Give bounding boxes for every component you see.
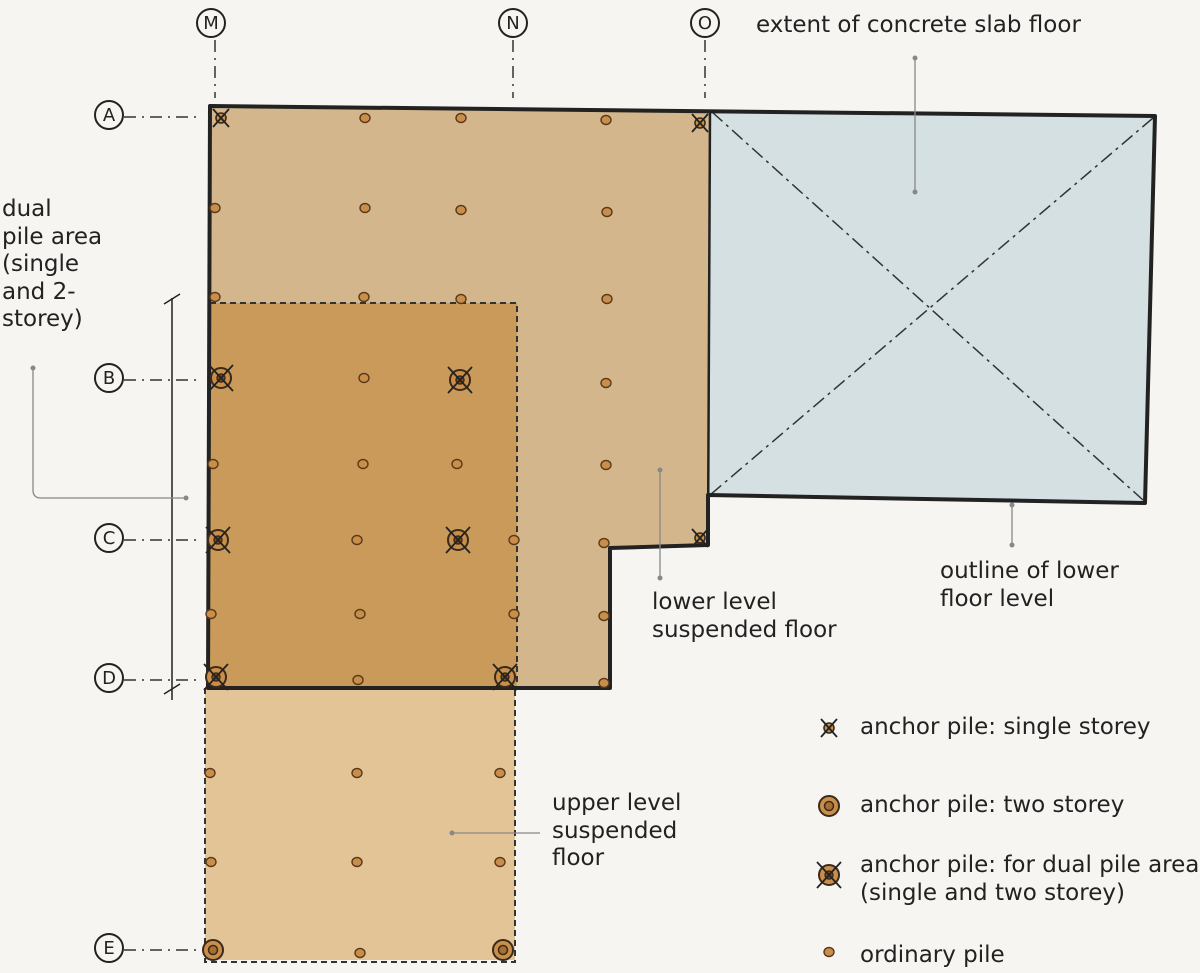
ordinary-pile <box>600 114 612 126</box>
ordinary-pile <box>352 674 364 686</box>
ordinary-pile <box>455 293 467 305</box>
legend-ordinary-label: ordinary pile <box>860 942 1005 968</box>
ordinary-pile <box>351 856 363 868</box>
ordinary-pile <box>358 372 370 384</box>
dual-pile-area <box>210 303 517 688</box>
dual-pile-area-outline <box>210 302 518 688</box>
ordinary-pile <box>358 291 370 303</box>
anchor-pile-two-storey <box>818 795 840 817</box>
ordinary-pile <box>455 112 467 124</box>
ordinary-pile <box>494 856 506 868</box>
anchor-pile-dual <box>492 663 518 691</box>
anchor-pile-two-storey <box>202 939 224 961</box>
grid-label-m: M <box>196 8 226 38</box>
ordinary-pile <box>508 608 520 620</box>
ordinary-pile <box>351 767 363 779</box>
grid-label-e: E <box>94 933 124 963</box>
grid-label-a: A <box>94 100 124 130</box>
upper-suspended-floor-annotation: upper level suspended floor <box>552 790 682 872</box>
anchor-pile-dual <box>445 526 471 554</box>
legend-anchor-single-label: anchor pile: single storey <box>860 714 1151 740</box>
ordinary-pile <box>600 459 612 471</box>
ordinary-pile <box>354 947 366 959</box>
ordinary-pile <box>823 946 835 958</box>
ordinary-pile <box>209 202 221 214</box>
piles <box>202 108 709 961</box>
legend-anchor-two-label: anchor pile: two storey <box>860 792 1125 818</box>
ordinary-pile <box>601 293 613 305</box>
anchor-pile-dual <box>447 366 473 394</box>
ordinary-pile <box>204 767 216 779</box>
anchor-pile-two-storey <box>492 939 514 961</box>
ordinary-pile <box>600 377 612 389</box>
dual-pile-area-annotation: dual pile area (single and 2- storey) <box>2 196 103 333</box>
anchor-pile-single-storey <box>820 718 838 738</box>
ordinary-pile <box>601 206 613 218</box>
anchor-pile-dual <box>203 663 229 691</box>
slab-floor-annotation: extent of concrete slab floor <box>756 12 1081 38</box>
grid-label-n: N <box>498 8 528 38</box>
ordinary-pile <box>354 608 366 620</box>
ordinary-pile <box>351 534 363 546</box>
anchor-pile-dual <box>205 526 231 554</box>
grid-label-d: D <box>94 663 124 693</box>
ordinary-pile <box>205 856 217 868</box>
legend-anchor-dual-label: anchor pile: for dual pile area (single … <box>860 852 1200 906</box>
ordinary-pile <box>359 112 371 124</box>
annotation-leaders <box>32 58 1013 834</box>
ordinary-pile <box>209 291 221 303</box>
slab-boundary-line <box>706 109 712 546</box>
ordinary-pile <box>455 204 467 216</box>
grid-label-c: C <box>94 523 124 553</box>
slab-diagonal-2 <box>709 117 1154 496</box>
ordinary-pile <box>359 202 371 214</box>
anchor-pile-single-storey <box>691 113 709 133</box>
ordinary-pile <box>598 677 610 689</box>
grid-leaders <box>124 40 706 951</box>
ordinary-pile <box>207 458 219 470</box>
anchor-pile-single-storey <box>691 528 709 548</box>
grid-label-o: O <box>690 8 720 38</box>
anchor-pile-dual <box>816 861 842 889</box>
dual-pile-dimension-line <box>163 293 181 700</box>
ordinary-pile <box>598 610 610 622</box>
ordinary-pile <box>357 458 369 470</box>
lower-floor-outline-annotation: outline of lower floor level <box>940 558 1119 612</box>
anchor-pile-dual <box>208 364 234 392</box>
ordinary-pile <box>494 767 506 779</box>
ordinary-pile <box>508 534 520 546</box>
upper-floor-outline <box>204 688 516 963</box>
ordinary-pile <box>598 537 610 549</box>
ordinary-pile <box>205 608 217 620</box>
legend-symbols <box>816 718 842 958</box>
annotation-leader-dots <box>30 55 1015 836</box>
slab-diagonal-1 <box>711 111 1144 501</box>
lower-suspended-floor-annotation: lower level suspended floor <box>652 589 837 643</box>
ordinary-pile <box>451 458 463 470</box>
anchor-pile-single-storey <box>212 108 230 128</box>
upper-level-suspended-floor <box>205 688 515 960</box>
grid-label-b: B <box>94 363 124 393</box>
